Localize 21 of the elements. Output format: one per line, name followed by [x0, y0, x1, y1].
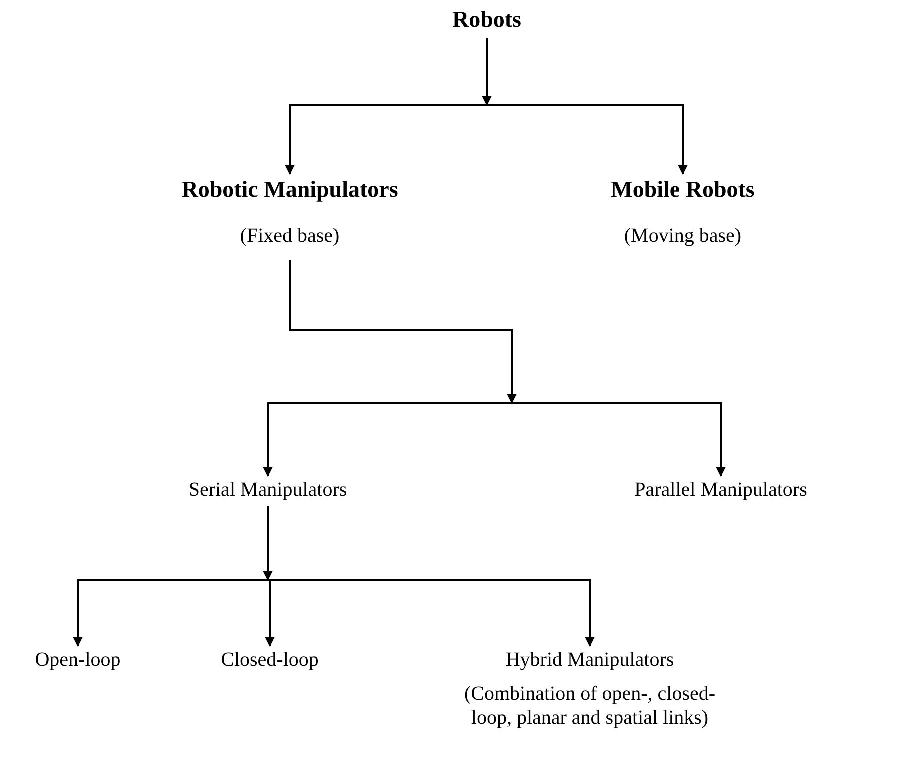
arrow [512, 402, 726, 477]
node-note: (Combination of open-, closed-loop, planar and spatial links) [463, 682, 717, 730]
arrow [285, 104, 487, 175]
arrow [263, 402, 512, 477]
node-title: Parallel Manipulators [634, 478, 808, 502]
arrow [263, 506, 273, 581]
arrow [487, 104, 688, 175]
node-note: (Moving base) [623, 224, 743, 248]
node-title: Robots [452, 6, 522, 34]
node-title: Closed-loop [221, 648, 319, 672]
arrow [265, 579, 275, 647]
node-title: Mobile Robots [611, 176, 755, 204]
arrow [482, 38, 492, 106]
node-title: Serial Manipulators [188, 478, 348, 502]
arrow [289, 260, 517, 404]
arrow [268, 579, 595, 647]
node-title: Open-loop [35, 648, 121, 672]
node-note: (Fixed base) [239, 224, 341, 248]
arrow [73, 579, 268, 647]
node-title: Hybrid Manipulators [506, 648, 674, 672]
node-title: Robotic Manipulators [182, 176, 398, 204]
